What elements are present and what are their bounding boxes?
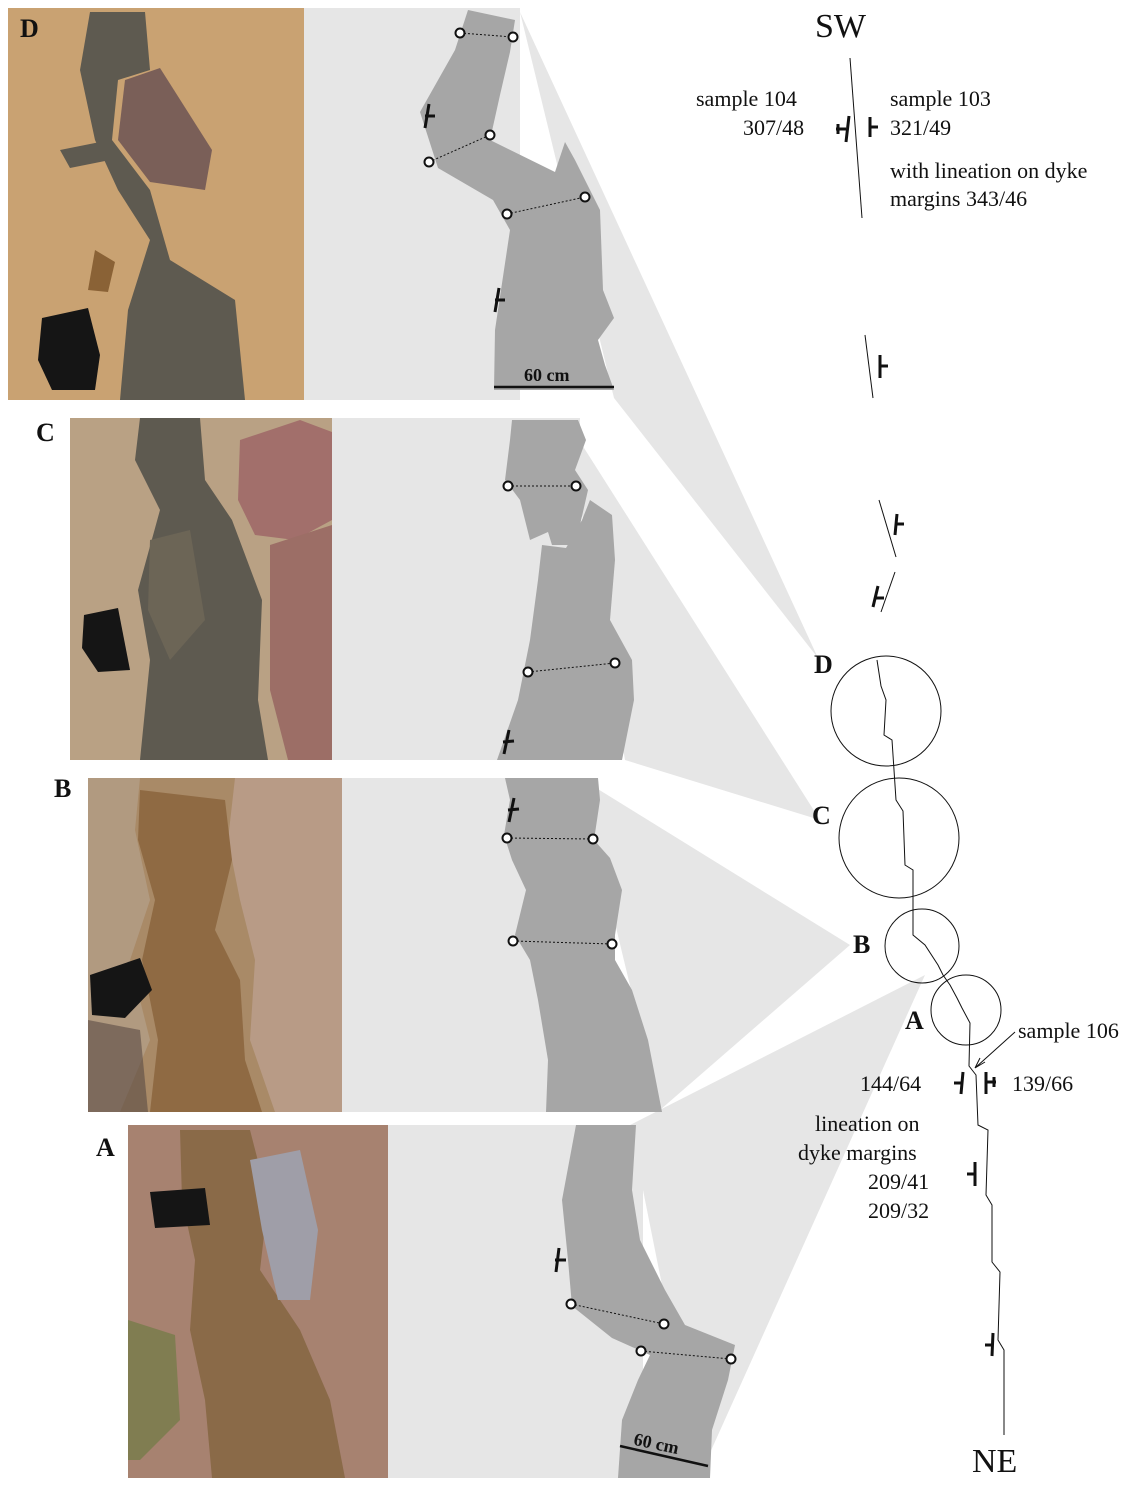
lineation-line1: lineation on — [815, 1113, 919, 1135]
panel-c-photo — [70, 418, 332, 760]
dyke-trace-seg-1 — [865, 335, 873, 398]
map-label-a: A — [905, 1008, 924, 1034]
dyke-trace-main — [877, 660, 1004, 1435]
strike-dip-symbol-3 — [873, 586, 884, 607]
strike-dip-symbol-103 — [870, 117, 878, 137]
sample-104-label: sample 104 — [696, 88, 797, 110]
dyke-trace-top — [850, 58, 862, 218]
sample-103-value: 321/49 — [890, 117, 951, 139]
strike-dip-symbol-5 — [985, 1333, 993, 1356]
sample-106-left-value: 144/64 — [860, 1073, 921, 1095]
panel-d-label: D — [20, 16, 39, 42]
sample-103-note-line2: margins 343/46 — [890, 188, 1027, 210]
map-label-d: D — [814, 652, 833, 678]
strike-dip-symbol-144 — [954, 1072, 963, 1094]
panel-b-label: B — [54, 776, 71, 802]
map-label-c: C — [812, 803, 831, 829]
lineation-line4: 209/32 — [868, 1200, 929, 1222]
sample-103-note-line1: with lineation on dyke — [890, 160, 1087, 182]
panel-a-label: A — [96, 1135, 115, 1161]
strike-dip-symbol-4 — [967, 1162, 975, 1186]
map-label-b: B — [853, 932, 870, 958]
direction-sw-label: SW — [815, 10, 866, 44]
sample-106-arrow — [975, 1032, 1015, 1068]
strike-dip-symbol-104 — [836, 116, 849, 142]
map-circle-a — [931, 975, 1001, 1045]
map-circle-d — [831, 656, 941, 766]
map-trace — [831, 58, 1015, 1435]
sample-103-label: sample 103 — [890, 88, 991, 110]
panel-d-scale-label: 60 cm — [524, 366, 569, 384]
strike-dip-symbol-2 — [895, 514, 904, 535]
strike-dip-symbol-139 — [986, 1072, 996, 1094]
lineation-line3: 209/41 — [868, 1171, 929, 1193]
map-circle-c — [839, 778, 959, 898]
sample-104-value: 307/48 — [743, 117, 804, 139]
direction-ne-label: NE — [972, 1445, 1017, 1479]
map-circle-b — [885, 909, 959, 983]
panel-a-photo — [128, 1125, 388, 1478]
sample-106-right-value: 139/66 — [1012, 1073, 1073, 1095]
dyke-trace-seg-2 — [879, 500, 896, 557]
sample-106-label: sample 106 — [1018, 1020, 1119, 1042]
panel-b-photo — [88, 778, 342, 1112]
lineation-line2: dyke margins — [798, 1142, 917, 1164]
dyke-trace-seg-3 — [881, 572, 895, 612]
panel-d-photo — [8, 8, 304, 400]
panel-c-label: C — [36, 420, 55, 446]
strike-dip-symbol-1 — [880, 355, 888, 378]
